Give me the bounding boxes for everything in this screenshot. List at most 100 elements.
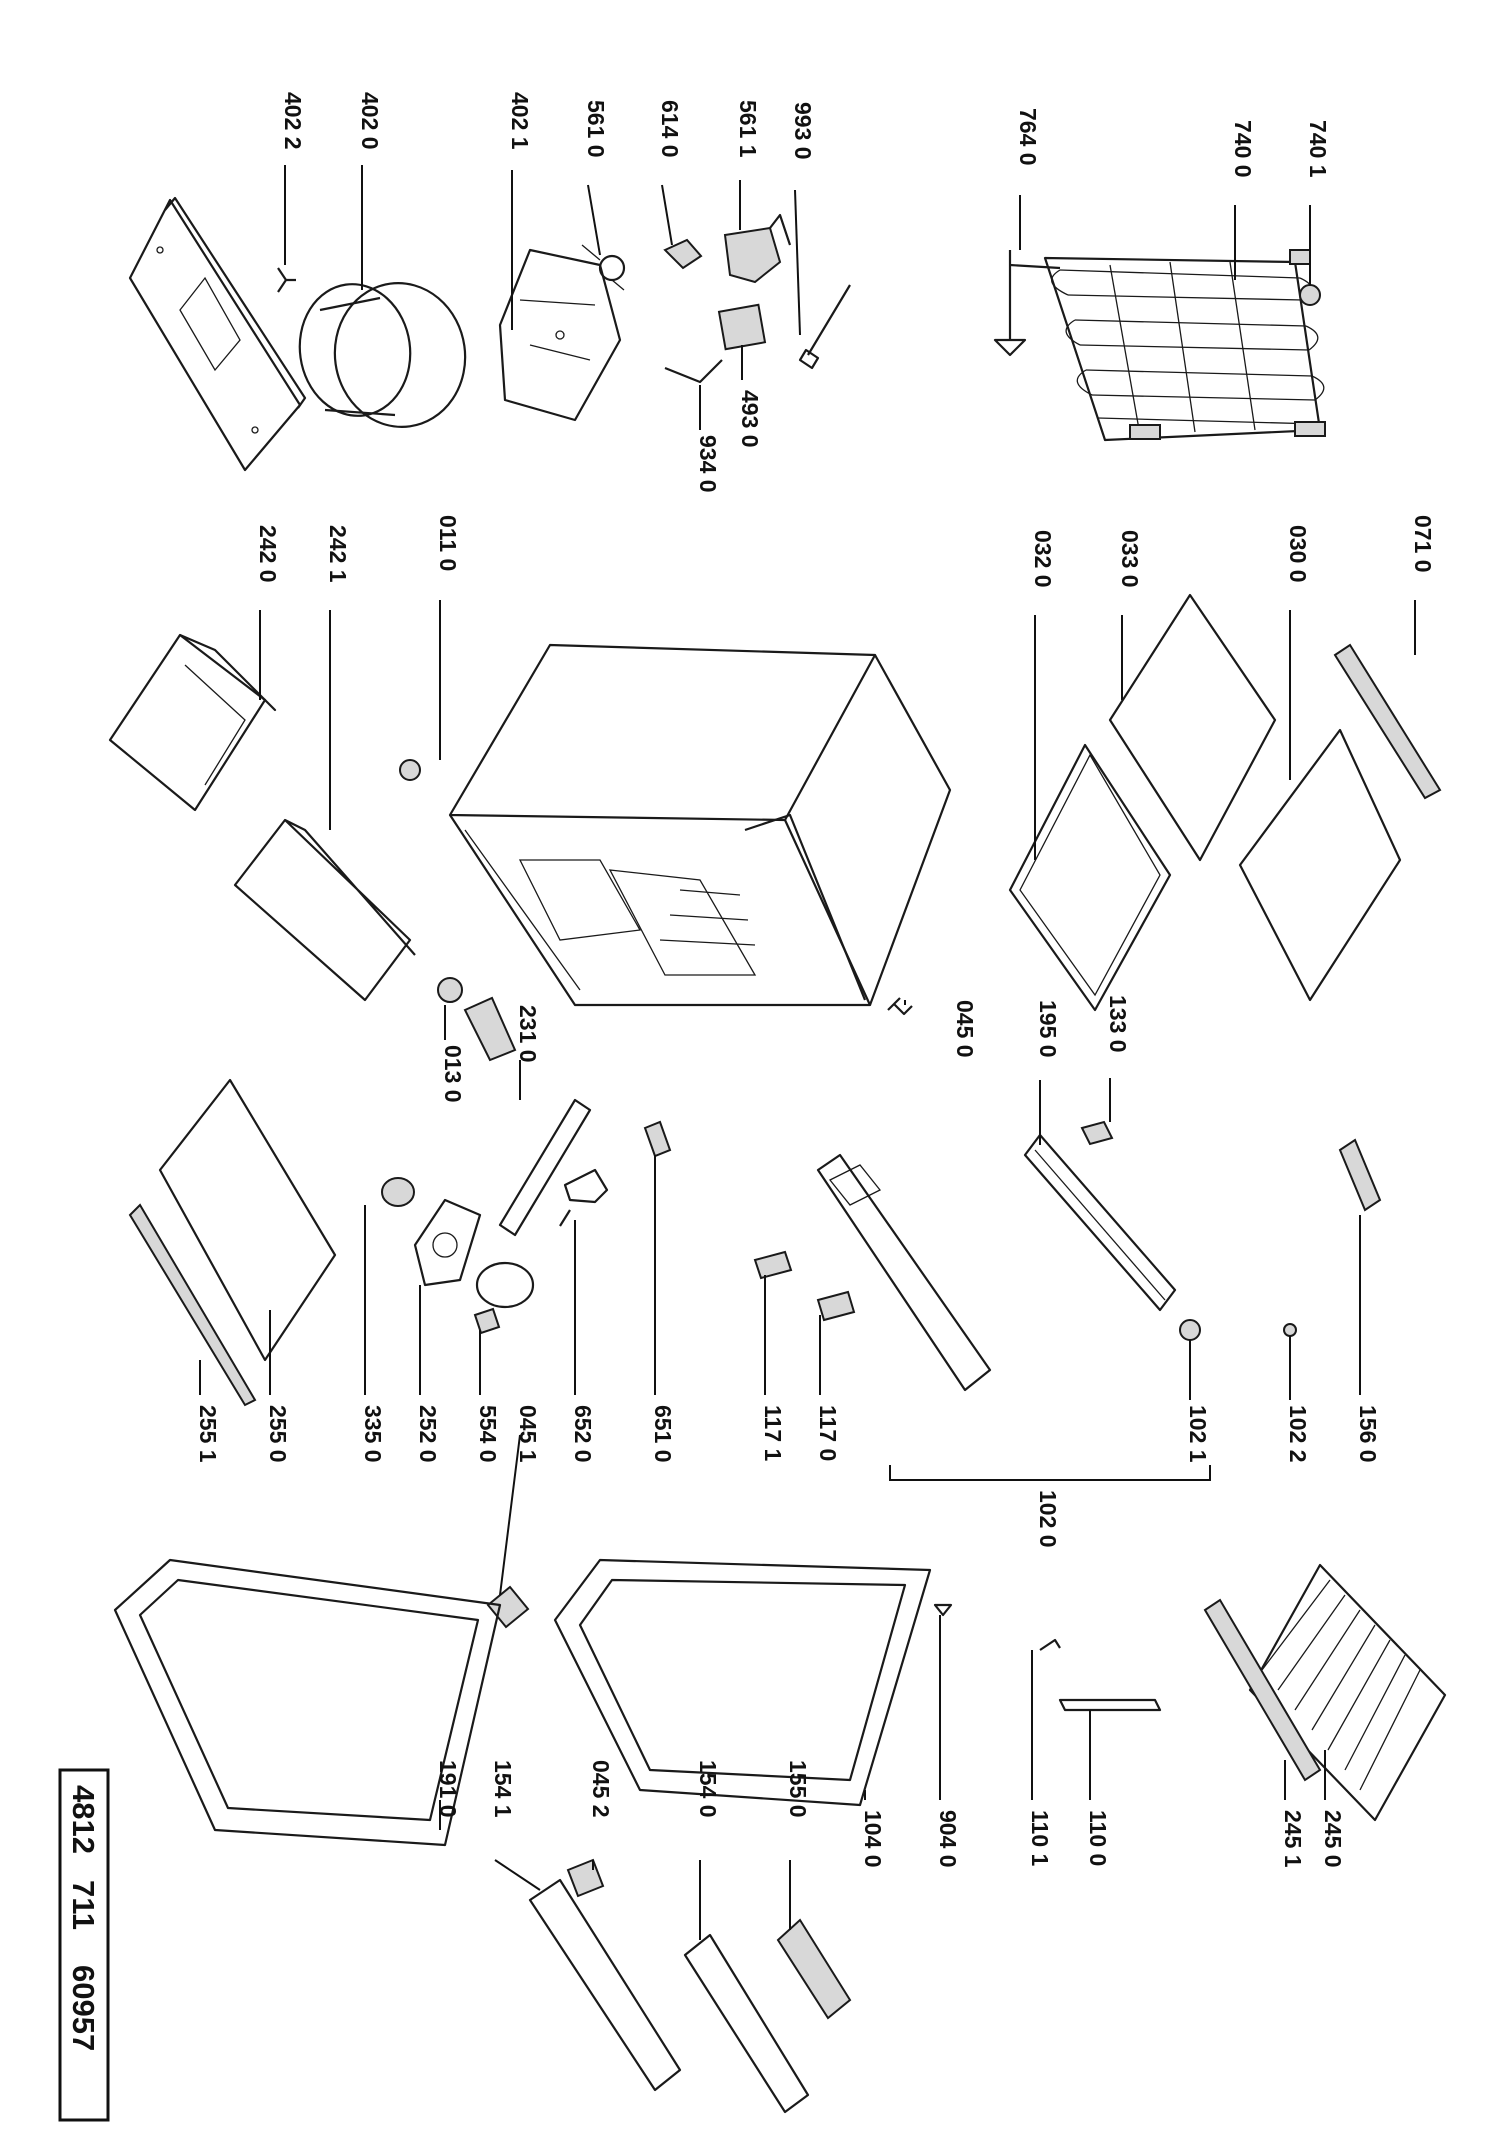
- label-934-0: 934 0: [695, 435, 721, 493]
- label-102-2: 102 2: [1285, 1405, 1311, 1463]
- control-housing: [816, 1153, 992, 1392]
- door-seal-strip: [1333, 643, 1442, 800]
- label-740-1: 740 1: [1305, 120, 1331, 178]
- label-071-0: 071 0: [1410, 515, 1436, 573]
- capillary-tube: [798, 284, 851, 370]
- document-code-box: 4812 711 60957: [58, 1768, 110, 2122]
- label-764-0: 764 0: [1015, 108, 1041, 166]
- label-156-0: 156 0: [1355, 1405, 1381, 1463]
- crisper-cover-trim: [128, 1203, 257, 1407]
- hinge-pin-top: [887, 997, 913, 1016]
- label-242-0: 242 0: [255, 525, 281, 583]
- label-045-2: 045 2: [588, 1760, 614, 1818]
- door-bin-small: [683, 1933, 810, 2114]
- shelf-panel: [1108, 593, 1277, 862]
- label-195-0: 195 0: [1035, 1000, 1061, 1058]
- label-561-0: 561 0: [583, 100, 609, 158]
- wire-shelf-trim: [1203, 1598, 1322, 1782]
- label-133-0: 133 0: [1105, 995, 1131, 1053]
- evaporator-grille: [1338, 1138, 1382, 1212]
- lamp-cover: [1080, 1120, 1114, 1146]
- label-154-0: 154 0: [695, 1760, 721, 1818]
- starter-capacitor: [717, 303, 767, 351]
- label-245-1: 245 1: [1280, 1810, 1306, 1868]
- label-252-0: 252 0: [415, 1405, 441, 1463]
- small-screw: [1283, 1323, 1297, 1337]
- knob-cap: [1179, 1319, 1201, 1341]
- part-labels: 740 1 740 0 764 0 993 0 561 1 614 0 561 …: [195, 92, 1436, 1868]
- label-155-0: 155 0: [785, 1760, 811, 1818]
- label-104-0: 104 0: [860, 1810, 886, 1868]
- label-045-1: 045 1: [515, 1405, 541, 1463]
- switch-button: [473, 1307, 501, 1335]
- door-bin-large: [528, 1878, 682, 2092]
- drier-pin: [993, 250, 1027, 357]
- label-191-0: 191 0: [435, 1760, 461, 1818]
- label-030-0: 030 0: [1285, 525, 1311, 583]
- crisper-large: [108, 633, 277, 812]
- evaporator-door: [1058, 1698, 1162, 1712]
- glass-shelf: [1238, 728, 1402, 1002]
- label-032-0: 032 0: [1030, 530, 1056, 588]
- label-652-0: 652 0: [570, 1405, 596, 1463]
- rear-foot: [437, 977, 463, 1003]
- lamp-socket: [643, 1120, 672, 1158]
- egg-tray: [776, 1918, 852, 2020]
- label-651-0: 651 0: [650, 1405, 676, 1463]
- label-110-0: 110 0: [1085, 1810, 1111, 1866]
- label-561-1: 561 1: [735, 100, 761, 158]
- thermostat-rod: [498, 1098, 592, 1237]
- thermostat-knob: [381, 1177, 415, 1207]
- coil-clip: [1299, 284, 1321, 306]
- label-402-2: 402 2: [280, 92, 306, 150]
- label-993-0: 993 0: [790, 102, 816, 160]
- label-242-1: 242 1: [325, 525, 351, 583]
- door-latch: [1039, 1638, 1061, 1651]
- cabinet-foot: [399, 759, 421, 781]
- label-402-1: 402 1: [507, 92, 533, 150]
- overload-protector: [663, 238, 703, 270]
- label-493-0: 493 0: [737, 390, 763, 448]
- label-614-0: 614 0: [657, 100, 683, 158]
- label-740-0: 740 0: [1230, 120, 1256, 178]
- label-117-0: 117 0: [815, 1405, 841, 1461]
- door-shelf: [1023, 1133, 1177, 1312]
- code-part-2: 711: [66, 1880, 101, 1930]
- leader-lines: [199, 165, 1416, 1940]
- code-part-1: 4812: [66, 1785, 101, 1854]
- knob-ring: [475, 1261, 535, 1309]
- switch-cover: [816, 1290, 856, 1322]
- label-402-0: 402 0: [357, 92, 383, 150]
- label-117-1: 117 1: [760, 1405, 786, 1461]
- crisper-small: [233, 818, 416, 1002]
- label-904-0: 904 0: [935, 1810, 961, 1868]
- switch-plate: [753, 1250, 793, 1280]
- condenser-coil: [1009, 249, 1326, 442]
- label-255-1: 255 1: [195, 1405, 221, 1463]
- crisper-cover: [158, 1078, 337, 1362]
- label-013-0: 013 0: [440, 1045, 466, 1103]
- label-335-0: 335 0: [360, 1405, 386, 1463]
- code-part-3: 60957: [66, 1965, 101, 2051]
- label-011-0: 011 0: [435, 515, 461, 571]
- screw-904: [933, 1603, 953, 1617]
- label-154-1: 154 1: [490, 1760, 516, 1818]
- compressor-grommet: [277, 267, 296, 293]
- wiring-lead: [664, 359, 723, 384]
- group-bracket-102: [889, 1465, 1211, 1481]
- label-102-1: 102 1: [1185, 1405, 1211, 1463]
- outer-door: [113, 1558, 502, 1847]
- label-045-0: 045 0: [952, 1000, 978, 1058]
- label-245-0: 245 0: [1320, 1810, 1346, 1868]
- compressor: [298, 282, 467, 428]
- label-255-0: 255 0: [265, 1405, 291, 1463]
- wire-shelf: [1248, 1563, 1447, 1822]
- label-231-0: 231 0: [515, 1005, 541, 1063]
- rear-panel: [128, 196, 307, 472]
- relay: [723, 213, 792, 284]
- hinge-bottom: [566, 1858, 605, 1898]
- label-102-0: 102 0: [1035, 1490, 1061, 1548]
- shelf-frame: [1008, 743, 1172, 1012]
- compressor-base: [498, 248, 622, 422]
